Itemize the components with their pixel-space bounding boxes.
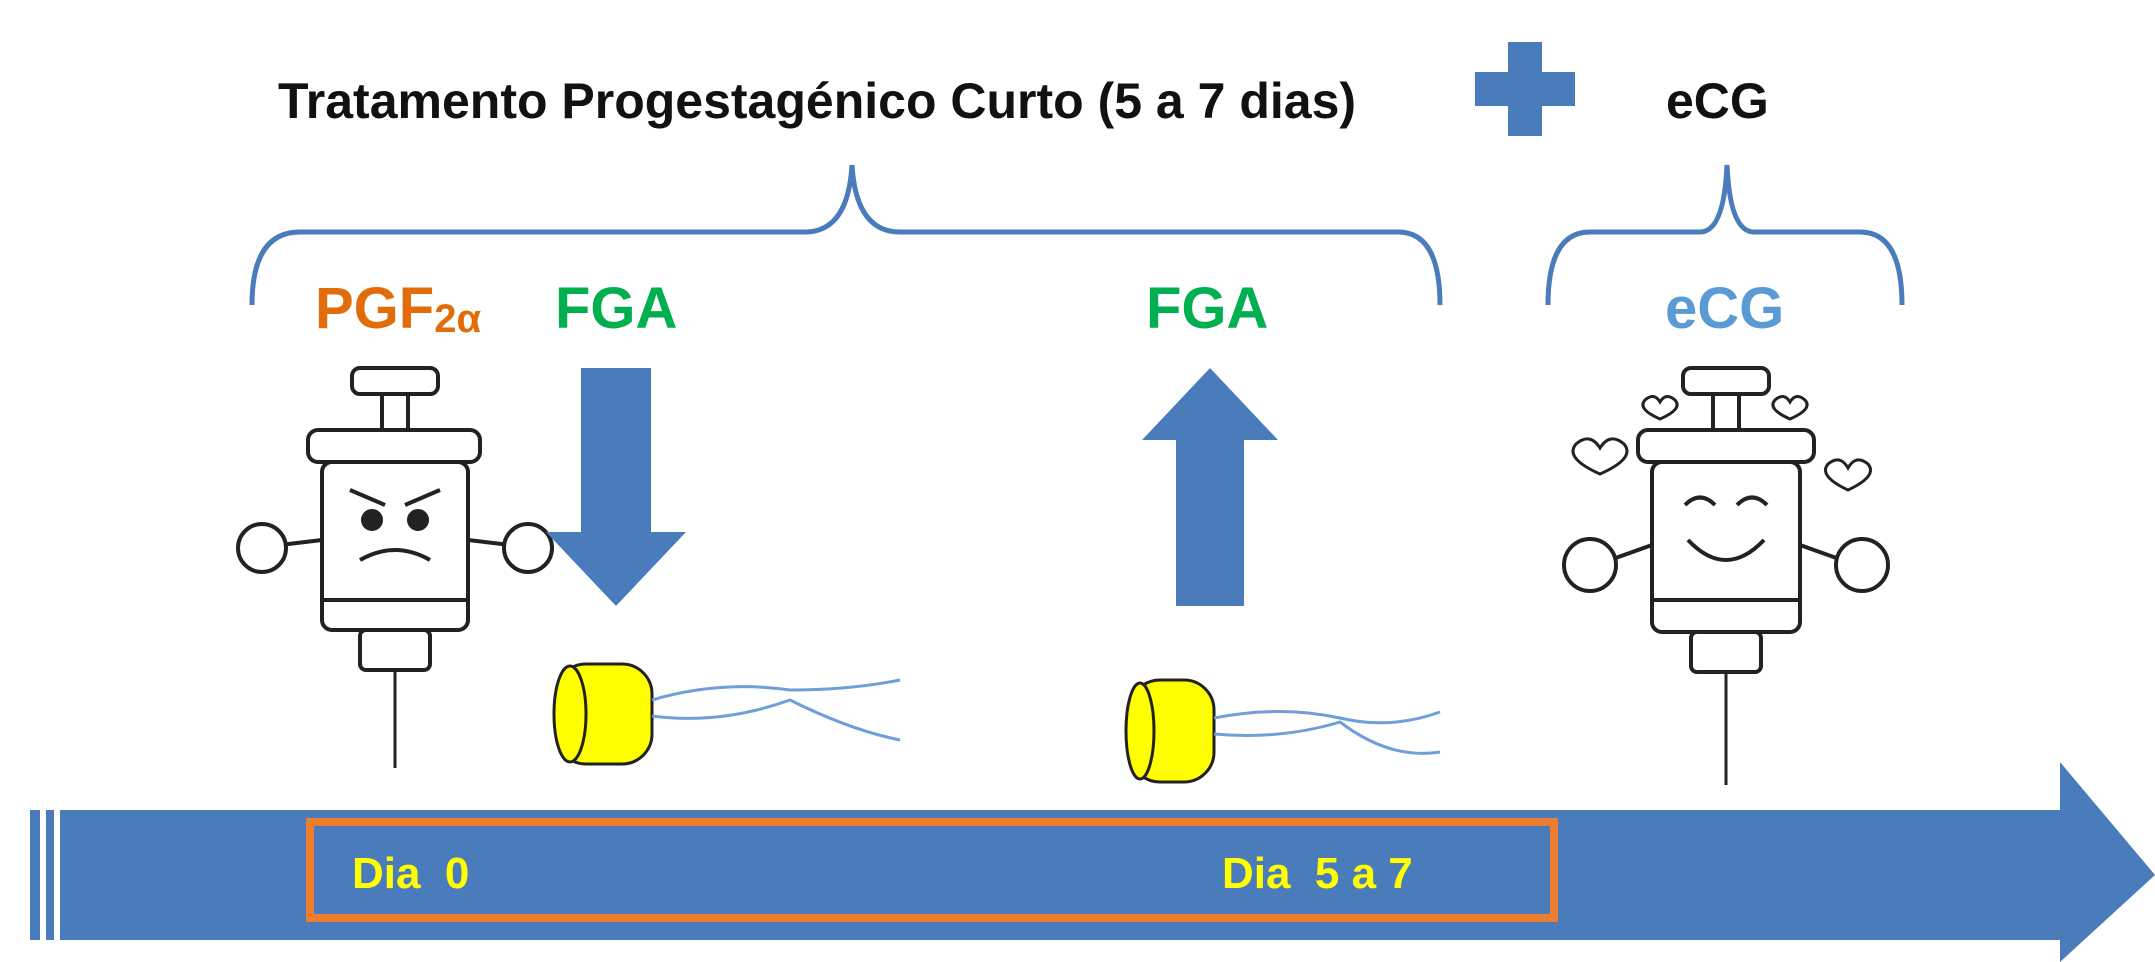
treatment-title: Tratamento Progestagénico Curto (5 a 7 d… [278, 73, 1356, 129]
ecg-brace [1545, 164, 1905, 306]
fga-insert-label: FGA [555, 276, 677, 341]
angry-syringe-icon [236, 366, 554, 768]
arrow-down-icon [546, 368, 686, 606]
plus-icon [1475, 42, 1575, 136]
vaginal-sponge-icon [1124, 678, 1441, 784]
day-5-to-7-label: Dia 5 a 7 [1222, 849, 1413, 898]
vaginal-sponge-icon [552, 662, 901, 766]
timeline-arrow [30, 762, 2155, 962]
treatment-brace [249, 164, 1443, 306]
arrow-up-icon [1142, 368, 1278, 606]
pgf-label-sub: 2α [434, 297, 481, 341]
fga-remove-label: FGA [1146, 276, 1268, 341]
happy-syringe-icon [1562, 366, 1890, 785]
treatment-period-box [306, 818, 1558, 922]
pgf-label: PGF2α [315, 276, 481, 341]
day-0-label: Dia 0 [352, 849, 469, 898]
ecg-label: eCG [1665, 276, 1784, 341]
pgf-label-base: PGF [315, 276, 434, 341]
ecg-title: eCG [1666, 73, 1769, 129]
